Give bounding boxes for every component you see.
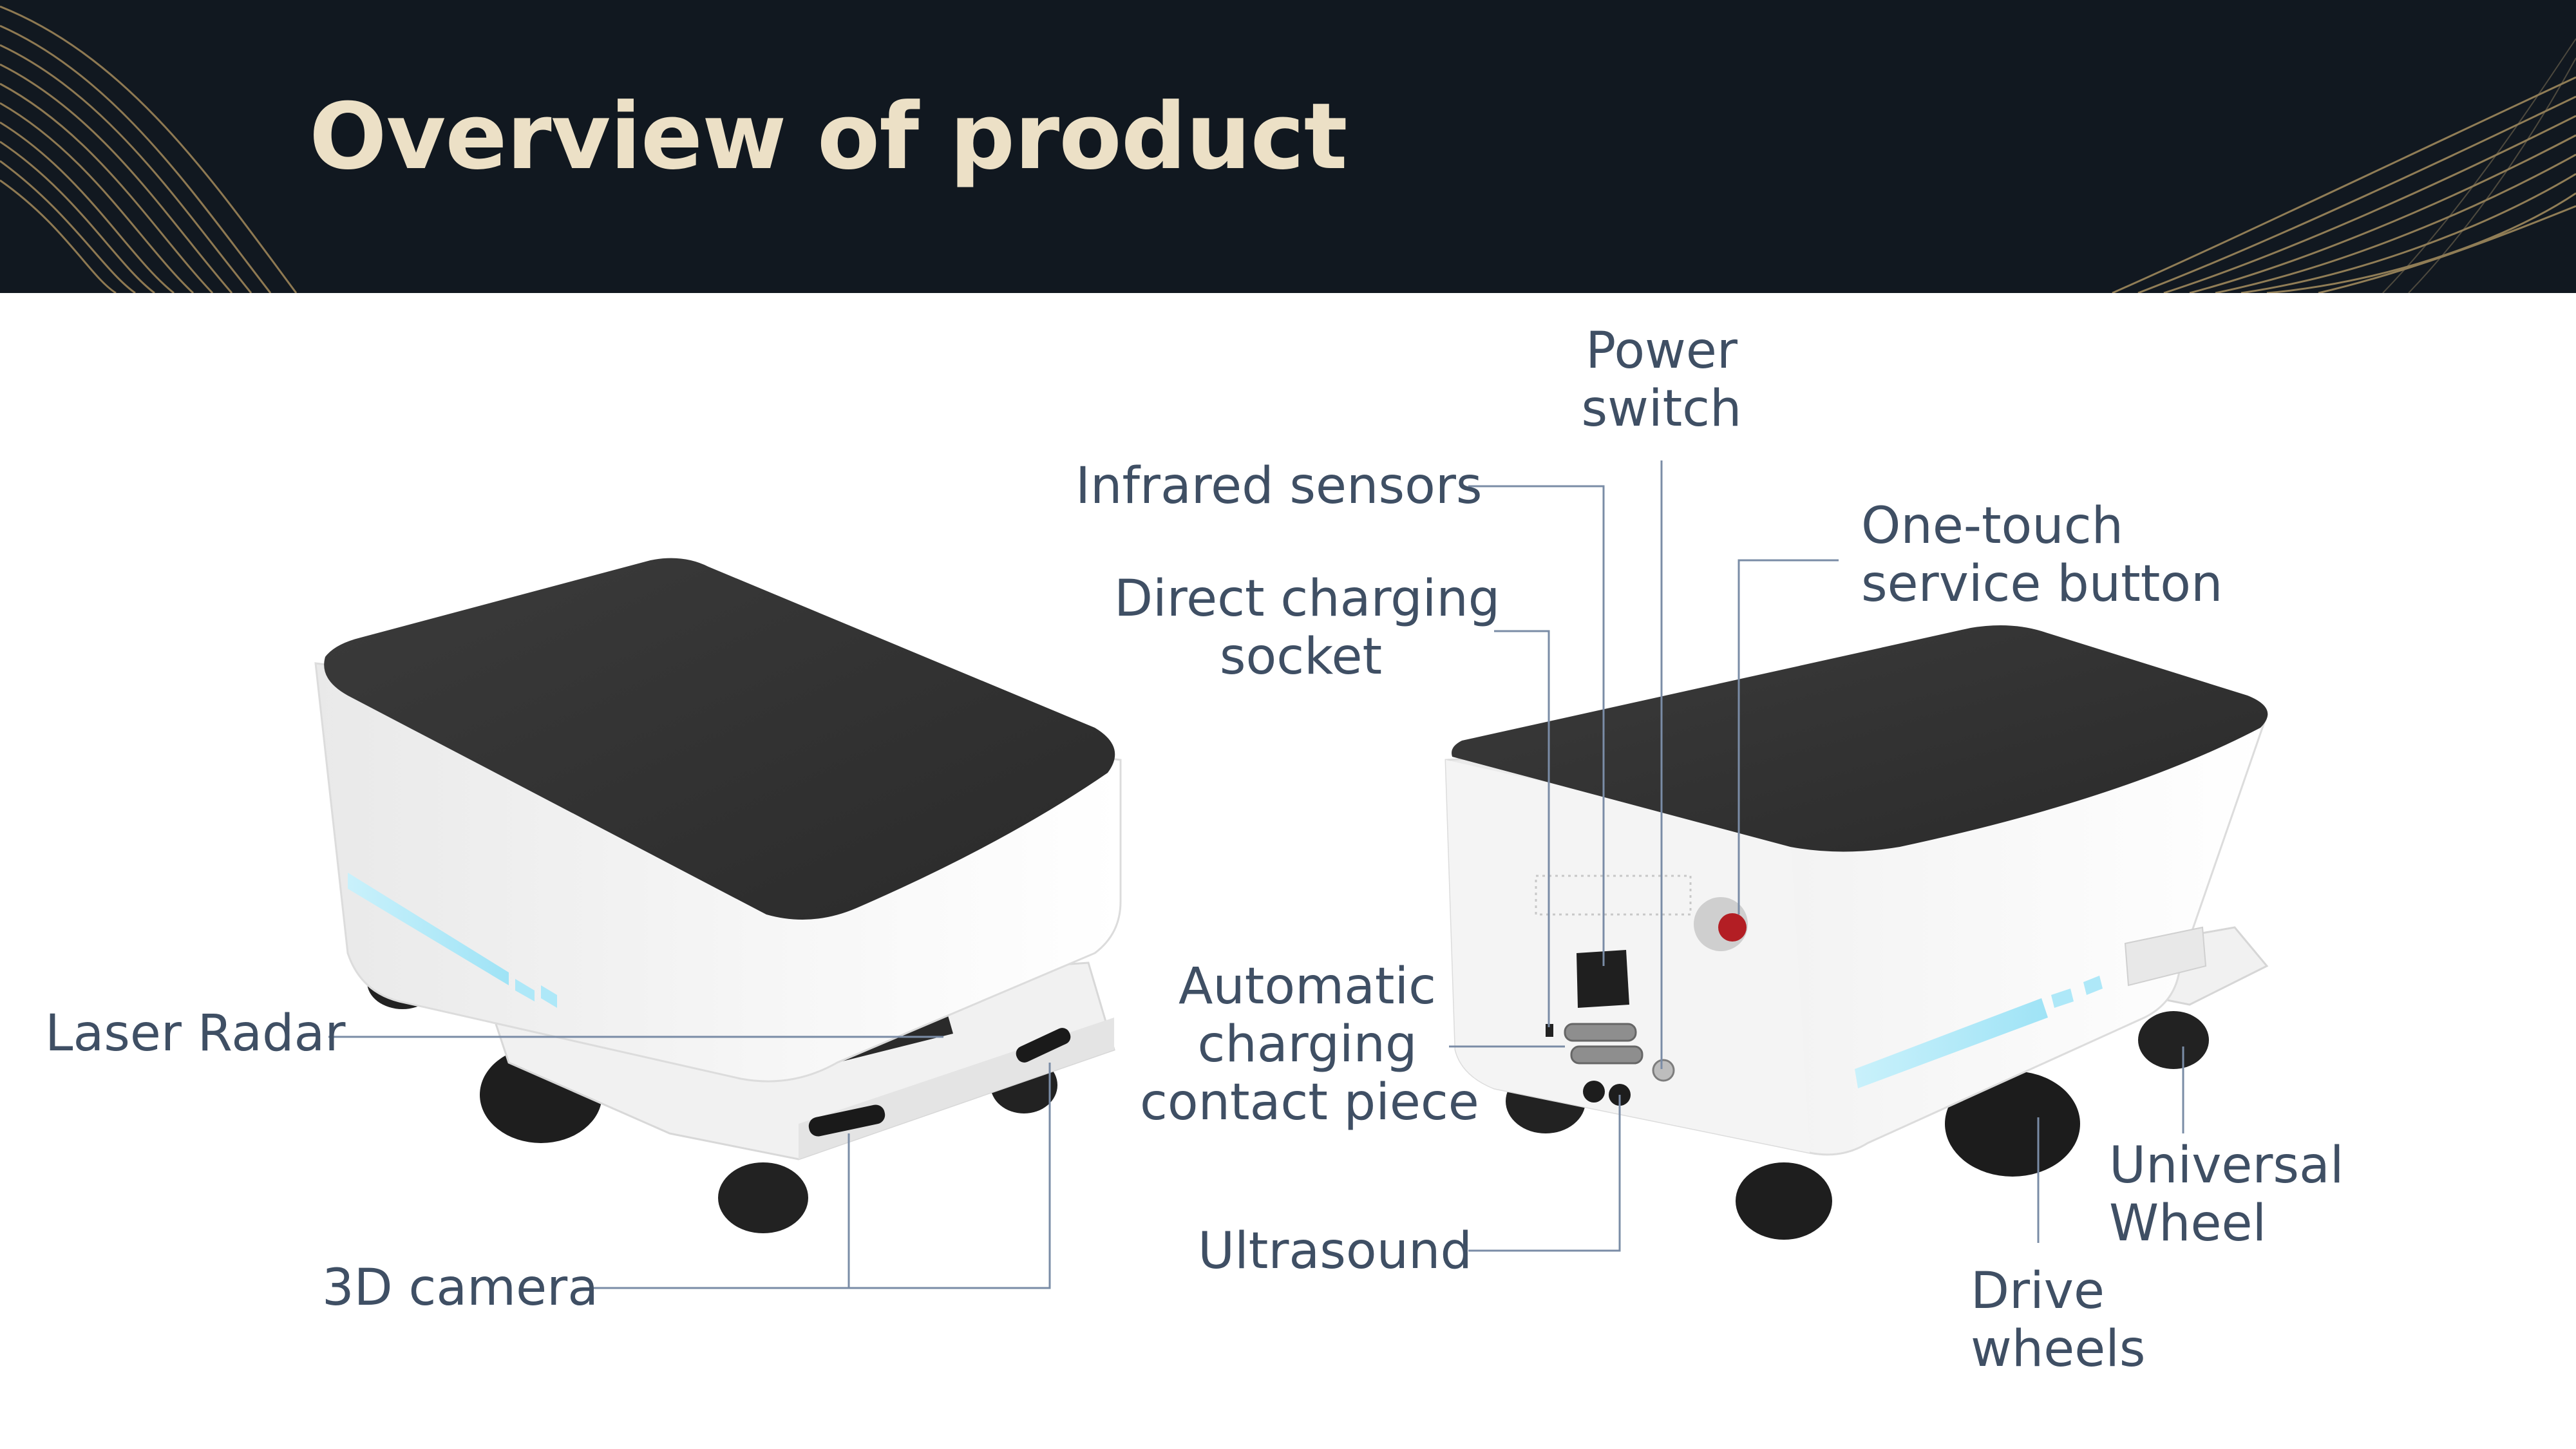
slide-title: Overview of product [309,84,1348,190]
left-front-wheel [718,1162,808,1233]
label-drive-wheels: Drive wheels [1971,1262,2146,1378]
label-power-switch: Power switch [1581,322,1742,438]
label-automatic-charging-contact-piece: Automatic charging contact piece [1140,958,1479,1132]
label-laser-radar: Laser Radar [45,1005,346,1063]
label-one-touch-service-button: One-touch service button [1861,497,2223,613]
decorative-gold-waves [0,5,2576,293]
robot-front-view [314,558,1122,1233]
label-infrared-sensors: Infrared sensors [1075,457,1482,515]
label-direct-charging-socket: Direct charging socket [1114,570,1501,686]
label-3d-camera: 3D camera [322,1259,598,1317]
robot-rear-view [1444,625,2269,1240]
label-ultrasound: Ultrasound [1198,1222,1472,1280]
leader-lines [328,460,2184,1289]
label-universal-wheel: Universal Wheel [2109,1137,2344,1253]
header-band: Overview of product [0,0,2576,293]
